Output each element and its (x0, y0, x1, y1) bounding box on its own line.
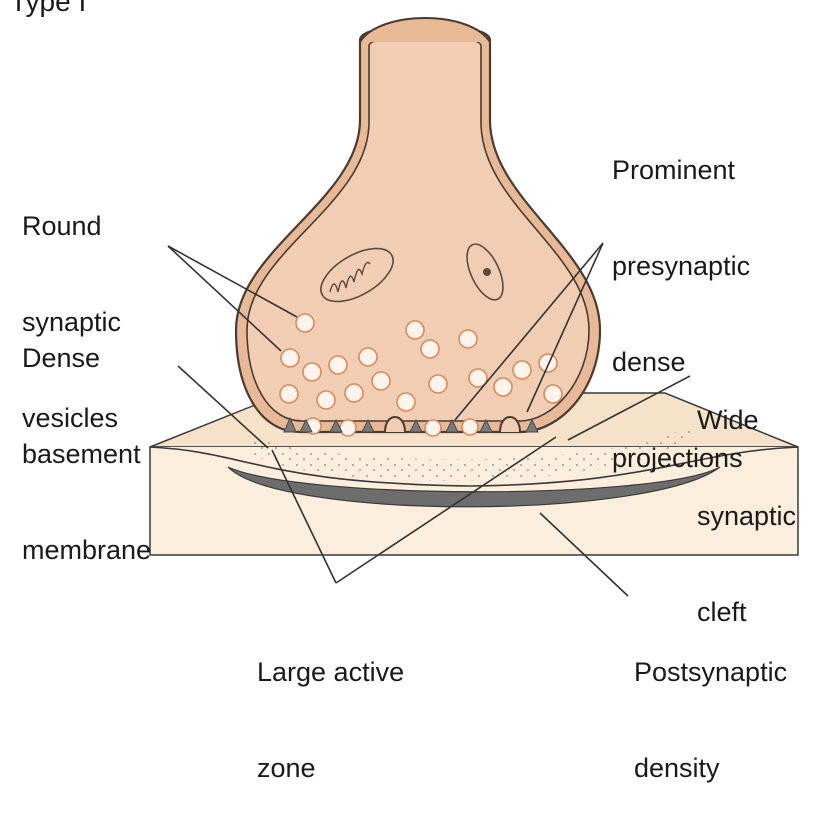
label-postsynaptic-density-line1: Postsynaptic (634, 656, 787, 688)
label-large-active-zone-line1: Large active (257, 656, 404, 688)
label-large-active-zone-line2: zone (257, 752, 404, 784)
label-dense-basement-line3: membrane (22, 534, 151, 566)
label-wide-cleft-line1: Wide (697, 404, 796, 436)
label-wide-cleft-line2: synaptic (697, 500, 796, 532)
label-presynaptic-projections-line1: Prominent (612, 154, 750, 186)
diagram-title: Type I (10, 0, 86, 18)
label-postsynaptic-density: Postsynaptic density (634, 592, 787, 816)
label-round-vesicles-line1: Round (22, 210, 121, 242)
label-postsynaptic-density-line2: density (634, 752, 787, 784)
synapse-diagram: Type I Round synaptic vesicles Dense bas… (0, 0, 833, 663)
terminal-cap (360, 18, 490, 42)
label-dense-basement-line1: Dense (22, 342, 151, 374)
label-presynaptic-projections-line2: presynaptic (612, 250, 750, 282)
label-dense-basement: Dense basement membrane (22, 278, 151, 598)
label-large-active-zone: Large active zone (257, 592, 404, 816)
label-dense-basement-line2: basement (22, 438, 151, 470)
